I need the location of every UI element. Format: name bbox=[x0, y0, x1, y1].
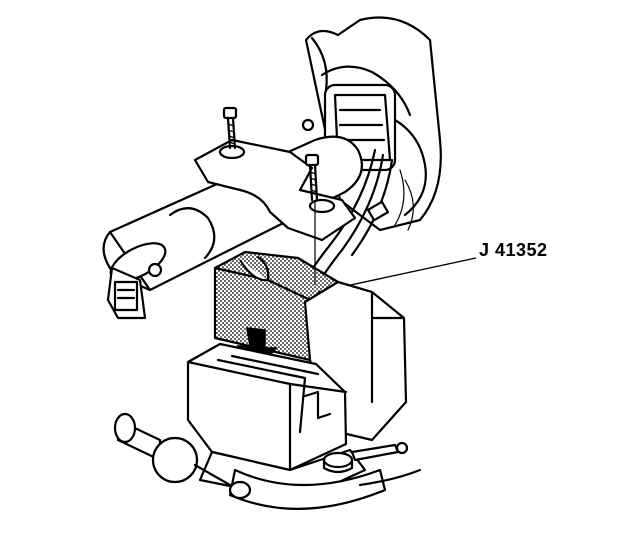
mounting-bolt-right bbox=[304, 153, 320, 202]
end-connector bbox=[106, 266, 147, 320]
fixture-callout-label: J 41352 bbox=[479, 240, 548, 260]
bench-vise bbox=[113, 280, 422, 510]
mounting-bolt-left bbox=[222, 106, 238, 150]
